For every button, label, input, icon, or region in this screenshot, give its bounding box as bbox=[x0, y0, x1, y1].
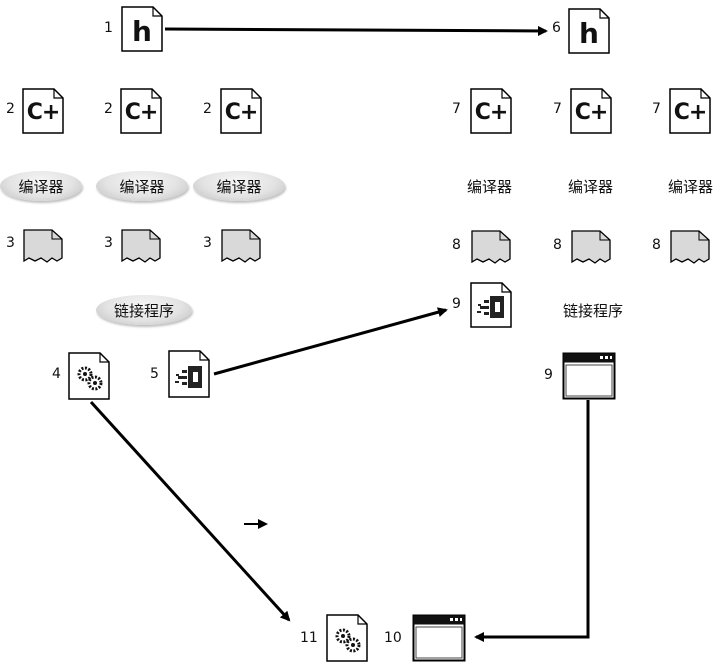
arrow-5-to-9 bbox=[213, 307, 448, 376]
label-5: 5 bbox=[150, 366, 159, 382]
cpp-source-icon: C+ bbox=[570, 88, 612, 134]
label-9: 9 bbox=[452, 296, 461, 312]
label-9: 9 bbox=[544, 367, 553, 383]
label-7: 7 bbox=[452, 101, 461, 117]
label-1: 1 bbox=[104, 20, 113, 36]
compiler-label: 编译器 bbox=[467, 178, 513, 196]
object-file-icon bbox=[670, 230, 710, 264]
object-file-icon bbox=[571, 230, 611, 264]
label-3: 3 bbox=[6, 235, 15, 251]
label-6: 6 bbox=[552, 20, 561, 36]
executable-gears-icon bbox=[326, 614, 368, 662]
linker-label: 链接程序 bbox=[563, 302, 624, 320]
linker-oval: 链接程序 bbox=[96, 295, 192, 325]
application-window-icon bbox=[562, 352, 616, 400]
arrow-header-1-to-6 bbox=[164, 25, 548, 36]
label-8: 8 bbox=[553, 237, 562, 253]
object-file-icon bbox=[23, 229, 63, 263]
label-2: 2 bbox=[104, 101, 113, 117]
label-4: 4 bbox=[52, 366, 61, 382]
label-2: 2 bbox=[6, 101, 15, 117]
compiler-oval: 编译器 bbox=[96, 171, 188, 201]
object-file-icon bbox=[121, 229, 161, 263]
label-8: 8 bbox=[452, 237, 461, 253]
object-file-icon bbox=[471, 230, 511, 264]
cpp-source-icon: C+ bbox=[120, 88, 162, 134]
label-8: 8 bbox=[652, 237, 661, 253]
label-2: 2 bbox=[203, 101, 212, 117]
label-3: 3 bbox=[203, 235, 212, 251]
cpp-source-icon: C+ bbox=[669, 88, 711, 134]
cpp-source-icon: C+ bbox=[220, 88, 262, 134]
arrow-4-to-11 bbox=[89, 400, 291, 622]
compiler-label: 编译器 bbox=[568, 178, 614, 196]
arrow-9-to-10 bbox=[474, 400, 590, 642]
library-file-icon bbox=[168, 350, 210, 398]
label-7: 7 bbox=[553, 101, 562, 117]
application-window-icon bbox=[412, 614, 466, 662]
compiler-label: 编译器 bbox=[668, 178, 714, 196]
header-file-icon: h bbox=[121, 6, 163, 52]
object-file-icon bbox=[221, 229, 261, 263]
label-7: 7 bbox=[652, 101, 661, 117]
cpp-source-icon: C+ bbox=[22, 88, 64, 134]
label-10: 10 bbox=[384, 630, 402, 646]
cpp-source-icon: C+ bbox=[470, 88, 512, 134]
compiler-oval: 编译器 bbox=[193, 171, 285, 201]
library-file-icon bbox=[470, 282, 512, 328]
compiler-oval: 编译器 bbox=[0, 171, 82, 201]
header-file-icon: h bbox=[568, 8, 610, 54]
label-11: 11 bbox=[300, 630, 318, 646]
executable-gears-icon bbox=[68, 352, 110, 400]
label-3: 3 bbox=[104, 235, 113, 251]
